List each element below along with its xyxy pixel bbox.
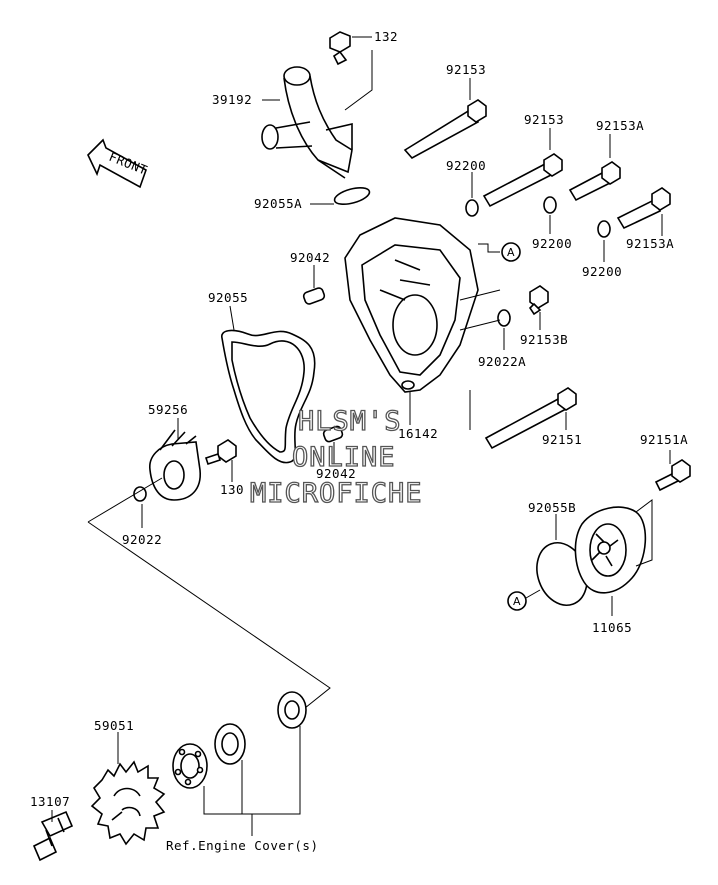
label-92151A: 92151A [640, 432, 688, 447]
watermark: HLSM'S ONLINE MICROFICHE [249, 405, 423, 509]
label-92153B: 92153B [520, 332, 568, 347]
label-92022A: 92022A [478, 354, 526, 369]
label-92200-b: 92200 [532, 236, 572, 251]
impeller-59256 [149, 429, 201, 501]
bolt-92151A [654, 459, 691, 492]
label-92153-upper: 92153 [446, 62, 486, 77]
bolt-92153-second [482, 153, 563, 208]
gear-59051 [90, 760, 166, 846]
ref-engine-cover-note: Ref.Engine Cover(s) [166, 838, 319, 853]
washer-92022 [133, 486, 147, 502]
label-92042-a: 92042 [290, 250, 330, 265]
label-92200-c: 92200 [582, 264, 622, 279]
water-pipe-39192 [261, 66, 353, 179]
front-arrow-icon: FRONT [87, 138, 150, 189]
o-ring-92055A [333, 186, 371, 206]
callout-a-icon [501, 242, 521, 262]
washer-92200-c [597, 220, 611, 238]
bearing-small [214, 723, 246, 765]
callout-a-lower-icon [507, 591, 527, 611]
cap-11065 [574, 506, 647, 594]
label-132: 132 [374, 29, 398, 44]
reference-line [87, 477, 331, 713]
label-92151: 92151 [542, 432, 582, 447]
callout-a-lower-text: A [513, 595, 521, 608]
bearing-large [172, 743, 208, 789]
pump-cover-16142 [344, 217, 479, 393]
washer-92200-b [543, 196, 557, 214]
label-11065: 11065 [592, 620, 632, 635]
washer-92200-a [465, 199, 479, 217]
ref-bracket [203, 726, 301, 836]
label-130: 130 [220, 482, 244, 497]
callout-a-text: A [507, 246, 515, 259]
label-16142: 16142 [398, 426, 438, 441]
label-59256: 59256 [148, 402, 188, 417]
bolt-92153A-first [568, 161, 621, 202]
bolt-92151 [484, 387, 577, 450]
label-59051: 59051 [94, 718, 134, 733]
label-39192: 39192 [212, 92, 252, 107]
gasket-92055 [221, 329, 316, 464]
bolt-92153B [528, 285, 549, 316]
watermark-line1: HLSM'S [298, 406, 402, 437]
label-92042-b: 92042 [316, 466, 356, 481]
watermark-line2: ONLINE [292, 442, 396, 473]
bolt-132 [329, 31, 351, 66]
watermark-line3: MICROFICHE [250, 478, 423, 509]
label-92055: 92055 [208, 290, 248, 305]
bolt-130 [204, 439, 237, 466]
bolt-92153A-second [616, 187, 671, 230]
dowel-pin-92042-b [322, 425, 344, 443]
leader-92055 [229, 305, 235, 331]
label-92022: 92022 [122, 532, 162, 547]
label-92153A-first: 92153A [596, 118, 644, 133]
bolt-92153-upper [403, 99, 487, 160]
shaft-13107 [32, 810, 74, 862]
label-92153-second: 92153 [524, 112, 564, 127]
label-92055B: 92055B [528, 500, 576, 515]
label-92153A-second: 92153A [626, 236, 674, 251]
washer-92022A [497, 309, 511, 327]
label-92200-a: 92200 [446, 158, 486, 173]
label-13107: 13107 [30, 794, 70, 809]
dowel-pin-92042-a [302, 287, 326, 305]
seal-ring [277, 691, 307, 729]
label-92055A: 92055A [254, 196, 302, 211]
